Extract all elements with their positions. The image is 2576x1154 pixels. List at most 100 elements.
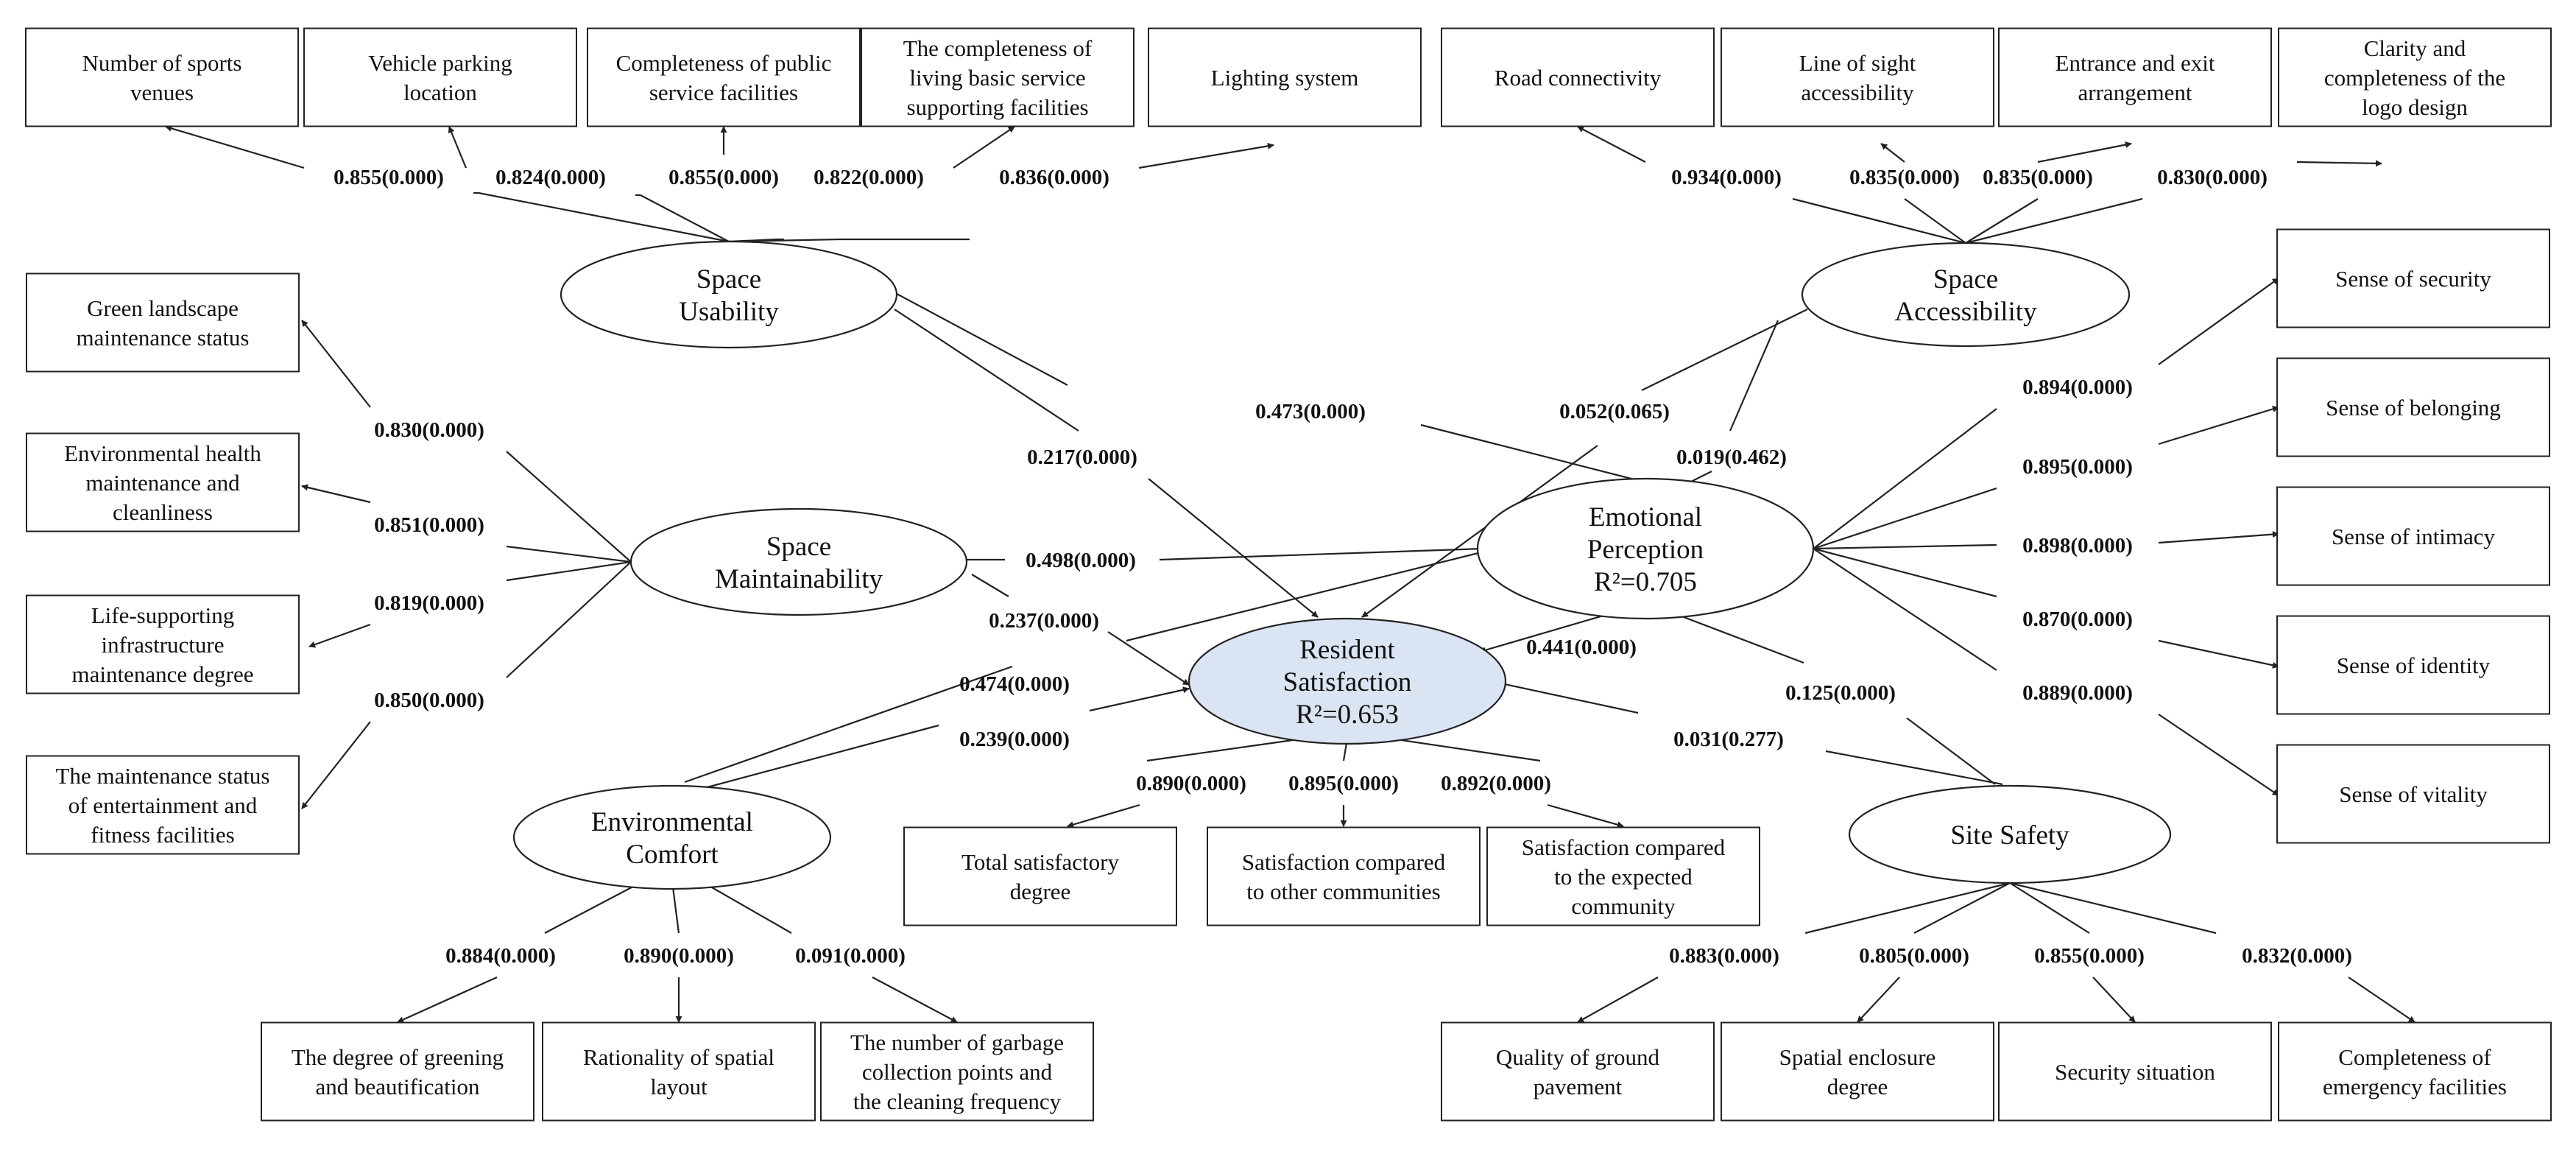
indicator-arrow-accessibility-2 — [1880, 143, 1905, 163]
indicator-coef-safety-3: 0.855(0.000) — [2034, 944, 2145, 968]
indicator-box-satisfaction-2-text-line: to other communities — [1246, 879, 1440, 904]
indicator-arrow-safety-2 — [1857, 977, 1900, 1023]
indicator-box-maintainability-2 — [26, 432, 300, 532]
path-coef-maintainability-emotion: 0.498(0.000) — [1026, 549, 1136, 572]
indicator-coef-comfort-2: 0.890(0.000) — [624, 944, 734, 968]
indicator-box-maintainability-1 — [26, 272, 300, 373]
indicator-box-usability-2-text-line: location — [403, 80, 477, 105]
indicator-box-safety-1 — [1441, 1021, 1715, 1122]
indicator-line-maintainability-4 — [506, 561, 632, 678]
indicator-box-emotion-3-text: Sense of intimacy — [2332, 524, 2496, 549]
path-arrow-accessibility-satisfaction — [1361, 445, 1598, 618]
indicator-box-usability-4 — [861, 27, 1135, 127]
indicator-arrow-accessibility-1 — [1577, 126, 1646, 163]
latent-space-maintainability-label-line: Space — [766, 532, 831, 562]
path-line-usability-satisfaction — [894, 309, 1079, 432]
indicator-box-maintainability-3-text-line: maintenance degree — [72, 661, 254, 687]
latent-resident-satisfaction-label-line: Satisfaction — [1283, 667, 1412, 697]
path-coef-comfort-emotion: 0.474(0.000) — [959, 672, 1070, 696]
path-coef-usability-emotion: 0.473(0.000) — [1255, 400, 1366, 423]
indicator-box-emotion-5-text: Sense of vitality — [2339, 781, 2488, 807]
indicator-box-maintainability-1-text-line: maintenance status — [77, 325, 250, 351]
indicator-box-maintainability-3-text-line: Life-supporting — [91, 602, 235, 628]
path-coef-accessibility-satisfaction: 0.052(0.065) — [1559, 400, 1670, 423]
indicator-line-satisfaction-1 — [1146, 737, 1304, 762]
indicator-box-accessibility-4 — [2278, 27, 2552, 127]
indicator-box-satisfaction-2-text-line: Satisfaction compared — [1242, 849, 1446, 875]
indicator-line-usability-2-b — [640, 194, 730, 242]
latent-emotional-perception-label-line: Emotional — [1589, 502, 1702, 532]
indicator-line-safety-3 — [2009, 882, 2090, 934]
indicator-box-satisfaction-3-text-line: community — [1571, 893, 1676, 919]
latent-space-accessibility — [1801, 242, 2131, 348]
indicator-line-comfort-3 — [701, 881, 792, 934]
indicator-line-satisfaction-3 — [1391, 737, 1541, 762]
indicator-box-accessibility-2-text-line: accessibility — [1801, 80, 1914, 105]
indicator-coef-safety-2: 0.805(0.000) — [1859, 944, 1969, 968]
indicator-coef-accessibility-3: 0.835(0.000) — [1983, 166, 2093, 189]
path-coef-emotion-satisfaction: 0.441(0.000) — [1526, 636, 1637, 659]
indicator-box-accessibility-4-text-line: Clarity and — [2364, 35, 2466, 61]
indicator-box-maintainability-4 — [26, 755, 300, 855]
latent-resident-satisfaction-label-line: R²=0.653 — [1296, 700, 1399, 730]
indicator-box-safety-4 — [2278, 1021, 2552, 1122]
indicator-line-safety-4 — [2009, 882, 2217, 935]
latent-space-maintainability-label-line: Maintainability — [715, 564, 883, 594]
indicator-box-emotion-5 — [2276, 744, 2550, 844]
indicator-coef-maintainability-1: 0.830(0.000) — [374, 418, 484, 442]
indicator-arrow-emotion-5 — [2158, 714, 2279, 796]
indicator-box-satisfaction-3 — [1486, 826, 1760, 926]
latent-resident-satisfaction-label-line: Resident — [1299, 635, 1395, 665]
latent-site-safety — [1848, 784, 2172, 884]
latent-space-accessibility-label-line: Space — [1933, 264, 1998, 295]
indicator-box-usability-3-text-line: Completeness of public — [616, 50, 832, 76]
indicator-box-usability-2 — [303, 27, 577, 127]
latent-emotional-perception-label-line: Perception — [1587, 535, 1704, 565]
indicator-box-usability-5-text-line: Lighting system — [1211, 65, 1359, 91]
indicator-box-maintainability-1-text-line: Green landscape — [87, 295, 239, 321]
indicator-box-safety-1-text-line: Quality of ground — [1496, 1044, 1660, 1070]
indicator-arrow-comfort-3 — [872, 977, 958, 1023]
indicator-box-usability-3-text-line: service facilities — [649, 80, 798, 105]
indicator-box-satisfaction-1 — [903, 826, 1177, 926]
path-line-accessibility-satisfaction — [1641, 309, 1808, 391]
indicator-arrow-satisfaction-3 — [1547, 803, 1624, 828]
indicator-arrow-emotion-3 — [2158, 531, 2279, 544]
indicator-coef-satisfaction-2: 0.895(0.000) — [1288, 772, 1399, 795]
path-arrow-usability-satisfaction — [1148, 478, 1319, 618]
indicator-box-safety-4-text-line: emergency facilities — [2323, 1074, 2507, 1100]
indicator-line-maintainability-1 — [506, 451, 632, 563]
indicator-box-satisfaction-1-text-line: Total satisfactory — [961, 849, 1119, 875]
indicator-line-accessibility-2 — [1904, 198, 1966, 244]
indicator-box-comfort-3-text-line: the cleaning frequency — [853, 1088, 1062, 1114]
indicator-line-safety-2 — [1913, 882, 2011, 934]
indicator-line-emotion-2 — [1813, 487, 1997, 550]
indicator-box-safety-2 — [1721, 1021, 1994, 1122]
indicator-box-satisfaction-1-text-line: degree — [1010, 879, 1071, 904]
indicator-box-emotion-2-text-line: Sense of belonging — [2326, 395, 2501, 421]
indicator-line-maintainability-2 — [506, 545, 632, 563]
path-line-safety-emotion — [1906, 717, 1996, 785]
indicator-box-comfort-1-text-line: The degree of greening — [292, 1044, 504, 1070]
indicator-box-accessibility-4-text-line: completeness of the — [2324, 65, 2505, 91]
indicator-box-comfort-3-text-line: The number of garbage — [850, 1030, 1064, 1055]
indicator-line-emotion-1 — [1813, 408, 1997, 549]
indicator-coef-accessibility-1: 0.934(0.000) — [1671, 166, 1782, 189]
indicator-arrow-maintainability-2 — [301, 484, 371, 504]
indicator-coef-comfort-1: 0.884(0.000) — [445, 944, 556, 968]
indicator-coef-satisfaction-3: 0.892(0.000) — [1441, 772, 1551, 795]
indicator-arrow-usability-2 — [448, 126, 467, 169]
indicator-line-emotion-3 — [1813, 543, 1997, 550]
indicator-line-accessibility-4 — [1965, 197, 2143, 244]
latent-space-usability-label-line: Usability — [679, 297, 779, 327]
indicator-box-accessibility-4-text-line: logo design — [2362, 94, 2468, 120]
indicator-coef-emotion-3: 0.898(0.000) — [2022, 534, 2133, 557]
indicator-arrow-accessibility-3 — [2037, 141, 2132, 163]
